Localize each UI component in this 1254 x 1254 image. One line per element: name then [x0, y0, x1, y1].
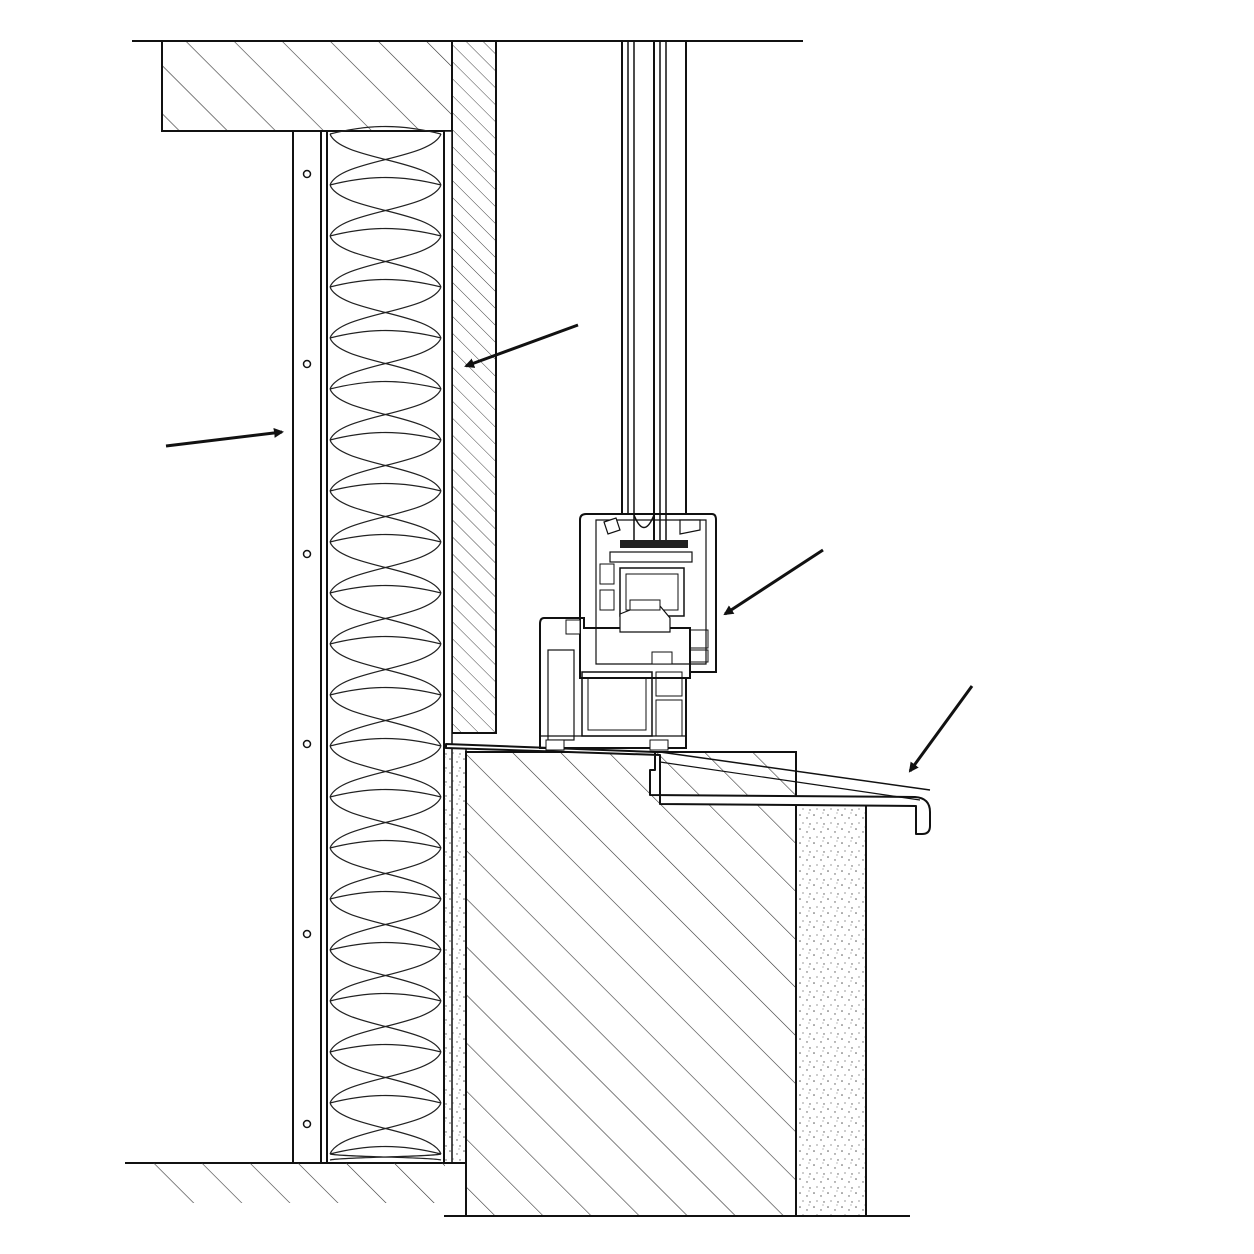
fixing-dot	[302, 169, 312, 179]
fixing-dot	[302, 739, 312, 749]
leader-arrows	[165, 323, 974, 773]
floor-slab	[125, 1162, 465, 1203]
arrow-lining	[464, 323, 579, 368]
render-layer	[795, 804, 867, 1217]
fixing-dots	[302, 169, 312, 1129]
glazing-unit	[620, 41, 688, 548]
inner-lining	[443, 40, 497, 1164]
arrow-sill	[908, 685, 974, 773]
lintel	[161, 40, 453, 132]
plaster-layer	[443, 747, 467, 1164]
window-sill	[445, 743, 931, 835]
cladding-board	[292, 130, 322, 1164]
fixing-dot	[302, 549, 312, 559]
fixing-dot	[302, 1119, 312, 1129]
arrow-window-profile	[723, 548, 824, 616]
insulation-wool-pattern	[329, 125, 442, 1161]
frame-profile	[539, 599, 691, 751]
insulation	[326, 125, 445, 1164]
fixing-dot	[302, 359, 312, 369]
masonry-block	[465, 751, 797, 1217]
fixing-dot	[302, 929, 312, 939]
sash-profile	[579, 513, 717, 679]
arrow-cladding	[165, 427, 284, 448]
